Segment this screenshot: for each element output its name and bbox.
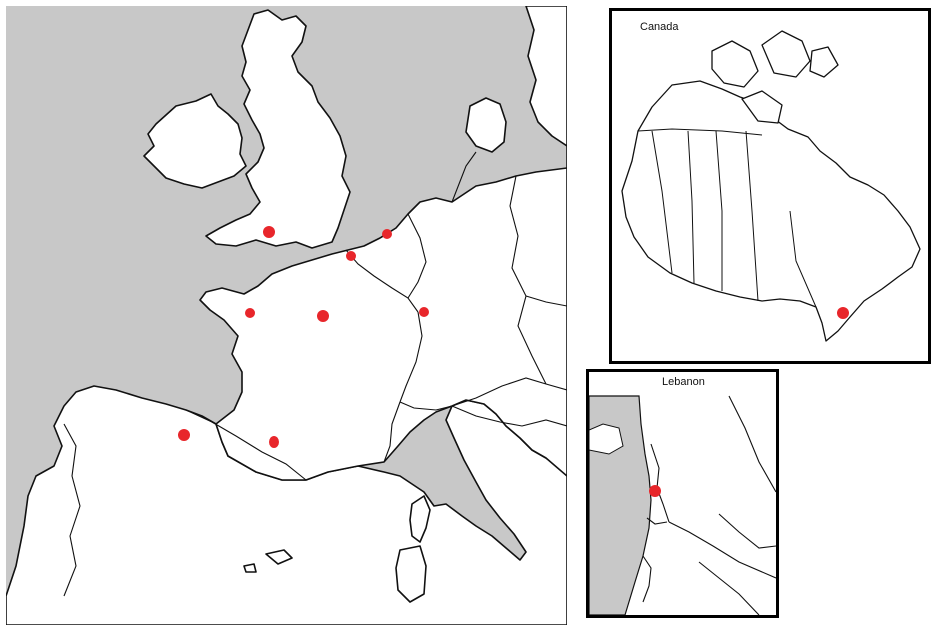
marker-brussels <box>346 251 356 261</box>
border-lebanon-israel <box>646 517 668 525</box>
marker-rennes <box>245 308 255 318</box>
border-france-belgium <box>345 249 419 313</box>
ireland-landmass <box>143 93 247 189</box>
lebanon-map-svg <box>589 395 776 615</box>
border-jordan <box>668 521 776 579</box>
border-france-germany <box>399 311 423 403</box>
lebanon-title: Lebanon <box>662 376 705 388</box>
border-germany-denmark <box>451 151 477 203</box>
europe-map <box>6 6 567 625</box>
border-italy-austria <box>451 405 567 427</box>
border-germany-east <box>509 175 547 385</box>
canada-arctic-islands <box>711 30 839 124</box>
marker-strasbourg <box>419 307 429 317</box>
canada-title: Canada <box>640 21 679 33</box>
canada-inset: Canada <box>609 8 931 364</box>
border-netherlands-germany <box>407 213 427 299</box>
europe-map-svg <box>6 6 567 625</box>
canada-province-sk-mb <box>715 130 723 291</box>
canada-territories-line <box>637 128 763 136</box>
lebanon-inset: Lebanon <box>586 369 779 618</box>
corsica-island <box>409 495 431 543</box>
france-region <box>199 167 567 481</box>
border-germany-austria <box>451 377 567 407</box>
cyprus-island <box>589 423 624 455</box>
canada-province-ab-sk <box>687 130 695 284</box>
border-saudi <box>698 561 760 615</box>
border-poland-czech <box>525 295 567 307</box>
border-spain-france <box>185 409 307 481</box>
border-iraq <box>718 513 776 549</box>
border-west-bank <box>642 555 652 603</box>
marker-beirut <box>649 485 661 497</box>
marker-amsterdam <box>382 229 392 239</box>
border-spain-portugal <box>63 423 81 597</box>
canada-province-bc-ab <box>651 130 673 274</box>
border-france-italy <box>383 401 401 463</box>
marker-montreal <box>837 307 849 319</box>
great-britain-landmass <box>205 9 351 249</box>
canada-landmass <box>621 80 921 342</box>
border-syria-east <box>728 395 776 493</box>
sardinia-island <box>395 545 427 603</box>
canada-map-svg <box>621 30 921 342</box>
denmark-landmass <box>465 97 507 153</box>
border-france-switzerland <box>399 401 453 411</box>
balearic-islands <box>243 549 293 573</box>
marker-paris <box>317 310 329 322</box>
marker-bristol <box>263 226 275 238</box>
marker-pamplona <box>178 429 190 441</box>
canada-province-mb-on <box>745 130 759 302</box>
scandinavia-landmass <box>525 6 567 147</box>
canada-on-qc <box>789 210 817 308</box>
marker-toulouse <box>269 436 279 448</box>
